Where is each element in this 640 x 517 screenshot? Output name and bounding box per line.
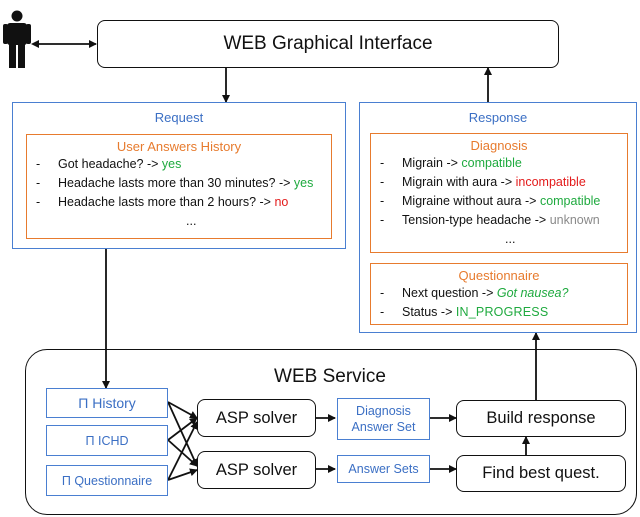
pi-questionnaire-box: Π Questionnaire (46, 465, 168, 496)
questionnaire-box: Questionnaire -Next question -> Got naus… (370, 263, 628, 325)
web-gui-title: WEB Graphical Interface (223, 33, 433, 54)
user-answers-history-box: User Answers History -Got headache? -> y… (26, 134, 332, 239)
history-item: -Headache lasts more than 2 hours? -> no (36, 195, 289, 209)
diagnosis-title: Diagnosis (470, 138, 528, 153)
history-item: -Got headache? -> yes (36, 157, 182, 171)
history-list: -Got headache? -> yes -Headache lasts mo… (36, 155, 331, 231)
request-panel: Request User Answers History -Got headac… (12, 102, 346, 249)
web-gui-box: WEB Graphical Interface (97, 20, 559, 68)
web-service-box (25, 349, 637, 515)
request-title: Request (154, 110, 204, 125)
history-item: -Headache lasts more than 30 minutes? ->… (36, 176, 314, 190)
web-service-title: WEB Service (274, 366, 386, 387)
diagnosis-item: -Migraine without aura -> compatible (380, 194, 601, 208)
user-icon (3, 10, 31, 68)
questionnaire-title: Questionnaire (458, 268, 540, 283)
pi-history-box: Π History (46, 388, 168, 418)
diagnosis-item: -Tension-type headache -> unknown (380, 213, 600, 227)
history-ellipsis: ... (186, 214, 197, 228)
pi-ichd-box: Π ICHD (46, 425, 168, 456)
status-item: -Status -> IN_PROGRESS (380, 305, 549, 319)
build-response-box: Build response (456, 400, 626, 437)
diagnosis-answer-set-box: Diagnosis Answer Set (337, 398, 430, 440)
response-panel: Response Diagnosis -Migrain -> compatibl… (359, 102, 637, 333)
find-best-question-box: Find best quest. (456, 455, 626, 492)
history-title: User Answers History (116, 139, 242, 154)
diagnosis-item: -Migrain -> compatible (380, 156, 522, 170)
questionnaire-list: -Next question -> Got nausea? -Status ->… (380, 284, 627, 322)
diagnosis-item: -Migrain with aura -> incompatible (380, 175, 586, 189)
response-title: Response (468, 110, 528, 125)
asp-solver-2: ASP solver (197, 451, 316, 489)
asp-solver-1: ASP solver (197, 399, 316, 437)
diagnosis-ellipsis: ... (505, 232, 516, 246)
diagnosis-list: -Migrain -> compatible -Migrain with aur… (380, 154, 627, 249)
next-question-item: -Next question -> Got nausea? (380, 286, 569, 300)
answer-sets-box: Answer Sets (337, 455, 430, 483)
diagnosis-box: Diagnosis -Migrain -> compatible -Migrai… (370, 133, 628, 253)
